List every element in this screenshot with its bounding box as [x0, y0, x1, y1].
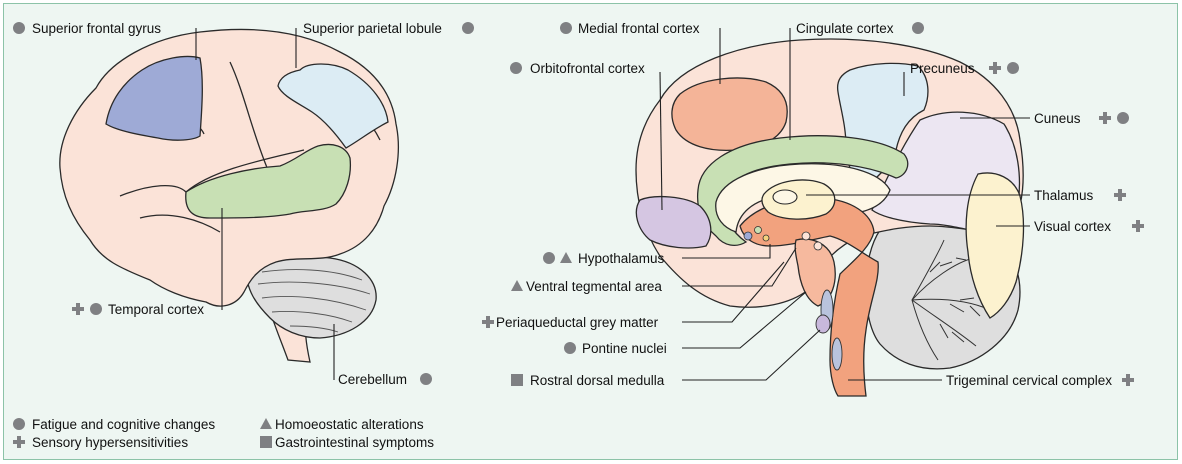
label-superior-parietal-lobule: Superior parietal lobule	[303, 21, 442, 36]
sagittal-brain	[636, 39, 1023, 396]
legend-sensory: Sensory hypersensitivities	[32, 435, 188, 450]
legend-plus-icon	[13, 436, 25, 448]
triangle-marker-icon	[560, 252, 572, 263]
plus-marker-icon	[1132, 220, 1144, 232]
legend-square-icon	[260, 436, 272, 448]
plus-marker-icon	[1122, 374, 1134, 386]
label-pontine-nuclei: Pontine nuclei	[582, 341, 667, 356]
circle-marker-icon	[462, 22, 474, 34]
label-visual-cortex: Visual cortex	[1034, 219, 1111, 234]
plus-marker-icon	[989, 62, 1001, 74]
label-thalamus: Thalamus	[1034, 188, 1094, 203]
label-periaqueductal-grey-matter: Periaqueductal grey matter	[496, 315, 659, 330]
legend-homoeostatic: Homoeostatic alterations	[275, 417, 424, 432]
plus-marker-icon	[72, 303, 84, 315]
circle-marker-icon	[1117, 112, 1129, 124]
label-medial-frontal-cortex: Medial frontal cortex	[578, 21, 700, 36]
circle-marker-icon	[564, 342, 576, 354]
label-precuneus: Precuneus	[910, 61, 975, 76]
legend: Fatigue and cognitive changes Homoeostat…	[13, 417, 434, 450]
circle-marker-icon	[420, 373, 432, 385]
label-hypothalamus: Hypothalamus	[578, 251, 665, 266]
lateral-cerebellum	[246, 255, 376, 338]
circle-marker-icon	[560, 22, 572, 34]
legend-gastrointestinal: Gastrointestinal symptoms	[275, 435, 434, 450]
square-marker-icon	[511, 374, 523, 386]
plus-marker-icon	[1099, 112, 1111, 124]
circle-marker-icon	[13, 22, 25, 34]
label-ventral-tegmental-area: Ventral tegmental area	[526, 279, 662, 294]
label-cerebellum: Cerebellum	[338, 372, 407, 387]
circle-marker-icon	[543, 252, 555, 264]
legend-fatigue: Fatigue and cognitive changes	[32, 417, 215, 432]
label-rostral-dorsal-medulla: Rostral dorsal medulla	[530, 373, 665, 388]
circle-marker-icon	[1007, 62, 1019, 74]
triangle-marker-icon	[511, 280, 523, 291]
label-orbitofrontal-cortex: Orbitofrontal cortex	[530, 61, 645, 76]
label-temporal-cortex: Temporal cortex	[108, 302, 204, 317]
circle-marker-icon	[90, 303, 102, 315]
legend-triangle-icon	[260, 418, 272, 429]
thalamus-nucleus	[773, 190, 797, 204]
label-superior-frontal-gyrus: Superior frontal gyrus	[32, 21, 161, 36]
label-cingulate-cortex: Cingulate cortex	[796, 21, 894, 36]
label-trigeminal-cervical-complex: Trigeminal cervical complex	[946, 373, 1112, 388]
plus-marker-icon	[482, 316, 494, 328]
circle-marker-icon	[912, 22, 924, 34]
legend-circle-icon	[13, 418, 25, 430]
label-cuneus: Cuneus	[1034, 111, 1081, 126]
circle-marker-icon	[510, 62, 522, 74]
plus-marker-icon	[1114, 189, 1126, 201]
